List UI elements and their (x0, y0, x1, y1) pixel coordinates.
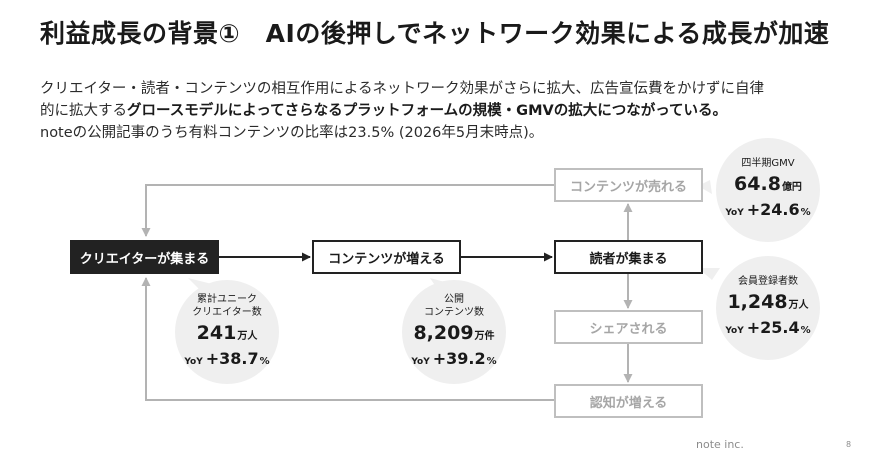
stat-value: 64.8億円 (734, 173, 802, 195)
stat-label: クリエイター数 (192, 306, 262, 318)
page-number: 8 (846, 440, 852, 449)
stat-value: 8,209万件 (413, 321, 495, 344)
node-awareness: 認知が増える (554, 384, 703, 418)
page-title: 利益成長の背景① AIの後押しでネットワーク効果による成長が加速 (40, 19, 830, 48)
stat-value: 241万人 (196, 321, 258, 344)
stat-value: 1,248万人 (727, 291, 809, 313)
stat-label: コンテンツ数 (424, 306, 484, 318)
loop-sold-to-creators (141, 184, 557, 237)
intro-line-3: noteの公開記事のうち有料コンテンツの比率は23.5% (2026年5月末時点… (40, 125, 544, 141)
company-footer: note inc. (696, 438, 744, 451)
stat-yoy: YoY+39.2% (411, 348, 497, 368)
loop-awareness-to-creators (141, 277, 557, 401)
stat-yoy: YoY+38.7% (184, 348, 270, 368)
stat-bubble-contents: 公開 コンテンツ数 8,209万件 YoY+39.2% (402, 280, 506, 384)
intro-line-2: 的に拡大するグロースモデルによってさらなるプラットフォームの規模・GMVの拡大に… (40, 100, 860, 122)
stat-yoy: YoY+24.6% (725, 200, 811, 219)
node-readers: 読者が集まる (554, 240, 703, 274)
intro-line-2-plain: 的に拡大する (40, 103, 127, 119)
stat-bubble-members: 会員登録者数 1,248万人 YoY+25.4% (716, 256, 820, 360)
bubble-tail-members (698, 268, 720, 280)
intro-text: クリエイター・読者・コンテンツの相互作用によるネットワーク効果がさらに拡大、広告… (40, 78, 860, 144)
stat-bubble-gmv: 四半期GMV 64.8億円 YoY+24.6% (716, 138, 820, 242)
stat-label: 公開 (444, 293, 464, 305)
node-shared: シェアされる (554, 310, 703, 344)
node-creators: クリエイターが集まる (70, 240, 219, 274)
intro-line-1: クリエイター・読者・コンテンツの相互作用によるネットワーク効果がさらに拡大、広告… (40, 81, 764, 97)
stat-label: 累計ユニーク (197, 293, 257, 305)
node-sold: コンテンツが売れる (554, 168, 703, 202)
node-contents: コンテンツが増える (312, 240, 461, 274)
stat-yoy: YoY+25.4% (725, 318, 811, 337)
stat-label: 四半期GMV (741, 158, 795, 169)
intro-line-2-bold: グロースモデルによってさらなるプラットフォームの規模・GMVの拡大につながってい… (127, 103, 728, 119)
stat-bubble-creators: 累計ユニーク クリエイター数 241万人 YoY+38.7% (175, 280, 279, 384)
bubble-tail-gmv (698, 180, 712, 194)
stat-label: 会員登録者数 (738, 276, 798, 287)
